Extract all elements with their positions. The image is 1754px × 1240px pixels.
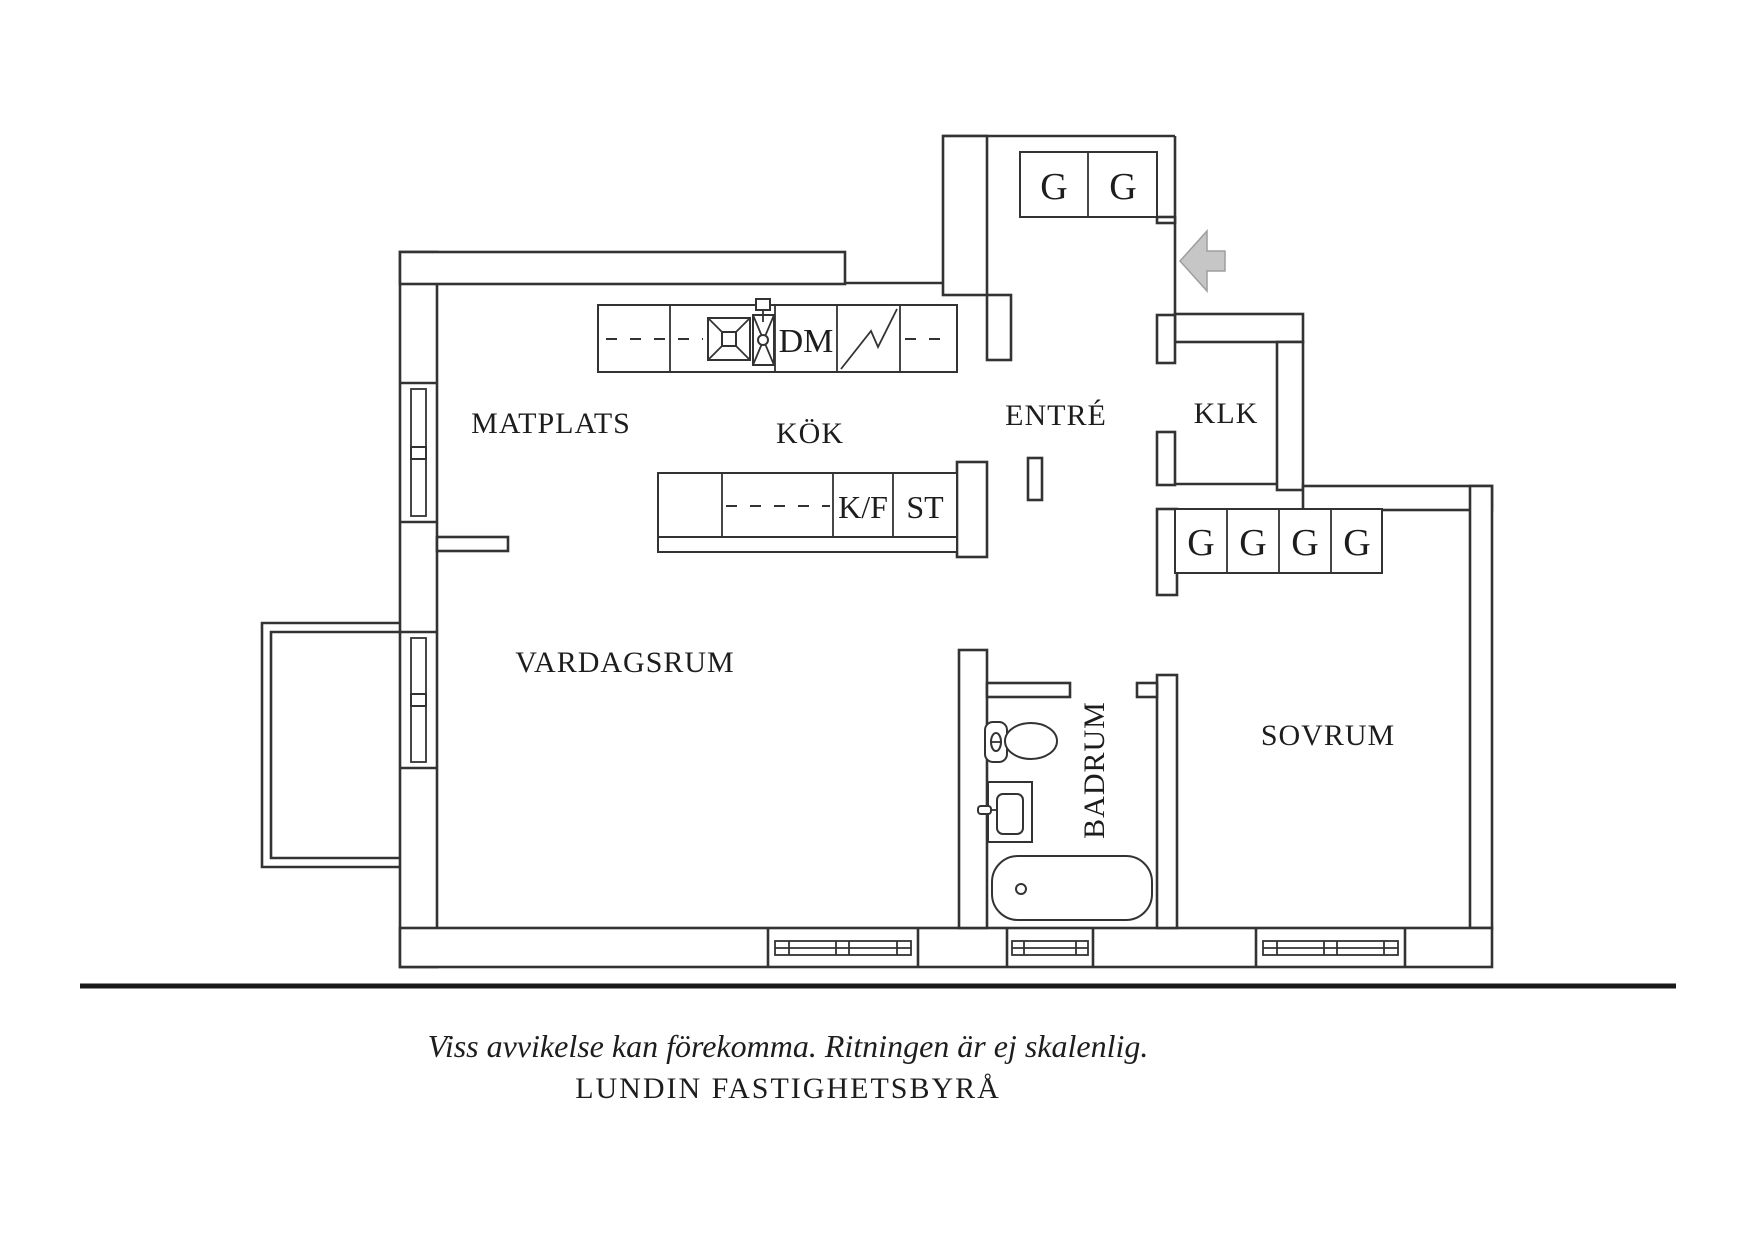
kitchen-counter-top bbox=[597, 304, 958, 373]
wall-kitchen-end bbox=[955, 460, 989, 559]
wall-hall-top bbox=[1301, 484, 1494, 512]
faucet-icon bbox=[755, 298, 771, 311]
toilet-icon bbox=[984, 721, 1058, 763]
room-label-kok: KÖK bbox=[776, 417, 844, 450]
balcony bbox=[260, 621, 400, 869]
sink-basin-icon bbox=[752, 298, 775, 366]
footer-disclaimer: Viss avvikelse kan förekomma. Ritningen … bbox=[428, 1028, 1149, 1064]
room-label-vardagsrum: VARDAGSRUM bbox=[515, 646, 735, 679]
wall-sovrum-left-lower bbox=[1155, 673, 1179, 930]
wardrobe-label: G bbox=[1040, 166, 1067, 208]
wall-klk-top bbox=[1173, 312, 1305, 344]
wall-left-exterior bbox=[398, 250, 439, 969]
kitchen-counter-lower-strip bbox=[657, 536, 958, 553]
entrance-arrow-icon bbox=[1178, 229, 1226, 293]
balcony-inner-rail bbox=[269, 630, 400, 860]
stove-icon bbox=[840, 308, 898, 370]
room-label-klk: KLK bbox=[1194, 397, 1259, 430]
wall-klk-left-upper bbox=[1155, 313, 1177, 365]
wall-badrum-door-stub bbox=[1135, 681, 1159, 699]
windows bbox=[400, 381, 1407, 967]
fridge-freezer-label: K/F bbox=[838, 489, 888, 525]
wardrobe-label: G bbox=[1109, 166, 1136, 208]
wardrobe-label: G bbox=[1291, 522, 1318, 564]
footer: Viss avvikelse kan förekomma. Ritningen … bbox=[428, 1028, 1149, 1105]
wardrobe-label: G bbox=[1343, 522, 1370, 564]
wardrobe-label: G bbox=[1239, 522, 1266, 564]
sink-icon bbox=[707, 317, 751, 361]
room-labels: MATPLATS KÖK ENTRÉ KLK VARDAGSRUM SOVRUM… bbox=[471, 397, 1395, 839]
walls bbox=[398, 134, 1494, 969]
window-balcony-mullion bbox=[410, 693, 427, 707]
bathroom-fixtures bbox=[977, 721, 1153, 921]
wall-entry-notch bbox=[1155, 215, 1177, 225]
wall-klk-left-lower bbox=[1155, 430, 1177, 487]
wall-top-exterior bbox=[398, 250, 847, 286]
wall-entry-step bbox=[985, 293, 1013, 362]
appliance-labels: DM K/F ST bbox=[779, 323, 945, 525]
wardrobes-entry: G G bbox=[1019, 151, 1158, 218]
wall-klk-right bbox=[1275, 340, 1305, 492]
washbasin-icon bbox=[977, 781, 1033, 843]
kitchen-counters bbox=[597, 298, 958, 553]
room-label-entre: ENTRÉ bbox=[1005, 399, 1107, 432]
wall-badrum-top bbox=[985, 681, 1072, 699]
st-label: ST bbox=[906, 489, 944, 525]
dishwasher-label: DM bbox=[779, 323, 834, 360]
wall-entry-left-band bbox=[941, 134, 989, 297]
footer-agency: LUNDIN FASTIGHETSBYRÅ bbox=[575, 1072, 1001, 1105]
wardrobes-hall: G G G G bbox=[1174, 508, 1383, 574]
wall-matplats-stub bbox=[435, 535, 510, 553]
wardrobe-label: G bbox=[1187, 522, 1214, 564]
bathtub-icon bbox=[991, 855, 1153, 921]
wall-entry-south-stub bbox=[1026, 456, 1044, 502]
room-label-matplats: MATPLATS bbox=[471, 407, 631, 440]
room-label-badrum: BADRUM bbox=[1078, 701, 1111, 839]
window-matplats-mullion bbox=[410, 446, 427, 460]
room-label-sovrum: SOVRUM bbox=[1261, 719, 1395, 752]
balcony-outer-rail bbox=[260, 621, 400, 869]
wall-badrum-left bbox=[957, 648, 989, 930]
wall-right-exterior bbox=[1468, 484, 1494, 930]
